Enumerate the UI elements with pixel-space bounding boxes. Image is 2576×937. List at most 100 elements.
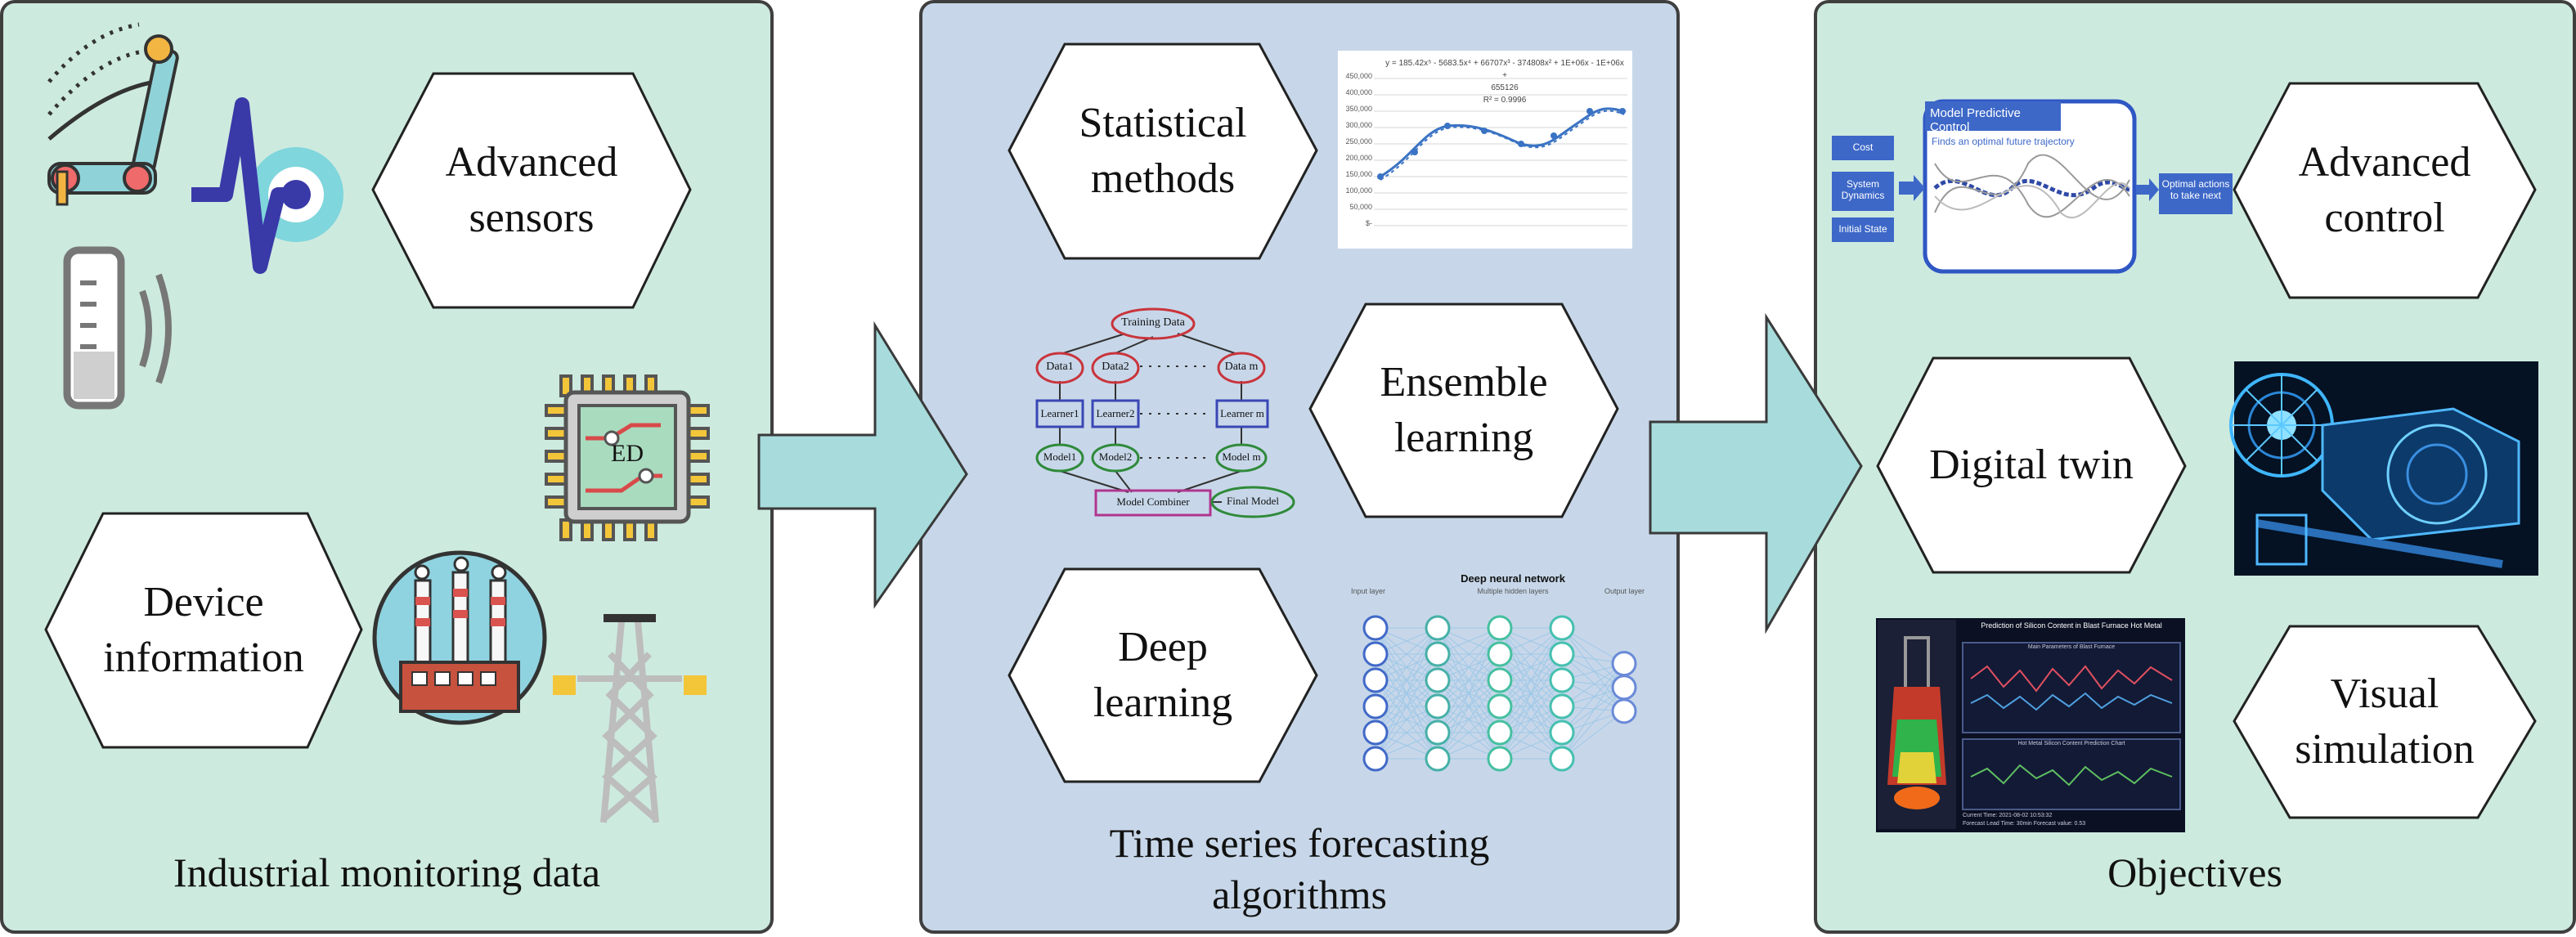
dnn-edge	[1375, 706, 1438, 760]
label-advanced-control: Advanced control	[2298, 139, 2471, 241]
dnn-edge	[1375, 653, 1438, 760]
dnn-edge	[1437, 706, 1501, 760]
dnn-node	[1487, 667, 1513, 693]
mpc-title: Model Predictive Control	[1930, 106, 2021, 134]
dnn-edge	[1561, 687, 1625, 733]
regression-text: y = 185.42x⁵ - 5683.5x⁴ + 66707x³ - 3748…	[1382, 57, 1627, 106]
dashboard-chart1-title: Main Parameters of Blast Furnace	[2027, 644, 2116, 650]
dnn-edge	[1499, 653, 1563, 760]
ensemble-learner-m: Learner m	[1220, 407, 1264, 419]
blast-furnace-dashboard	[1876, 618, 2185, 832]
dashboard-footer-1: Current Time: 2021-08-02 10:53:32	[1963, 813, 2053, 818]
dnn-node	[1487, 720, 1513, 746]
dnn-edge	[1561, 663, 1625, 760]
dnn-input-label: Input layer	[1351, 587, 1386, 595]
dnn-edge	[1437, 627, 1501, 707]
dnn-edge	[1499, 706, 1563, 760]
title-objectives: Objectives	[2107, 850, 2282, 895]
ensemble-model-combiner: Model Combiner	[1116, 495, 1190, 508]
dnn-node	[1487, 746, 1513, 772]
dnn-edge	[1375, 679, 1438, 760]
label-visual-simulation: Visual simulation	[2295, 670, 2475, 773]
dnn-node	[1362, 615, 1389, 641]
regression-y-tick: 50,000	[1349, 203, 1372, 211]
regression-y-tick: 300,000	[1345, 121, 1372, 129]
ensemble-data-m: Data m	[1224, 361, 1259, 373]
label-digital-twin: Digital twin	[1929, 442, 2134, 489]
dnn-edge	[1561, 687, 1625, 760]
label-advanced-sensors: Advanced sensors	[445, 139, 618, 241]
thermometer-icon	[63, 246, 172, 410]
ensemble-training-label: Training Data	[1121, 316, 1185, 329]
dnn-node	[1487, 641, 1513, 667]
mpc-input-dynamics: System Dynamics	[1841, 178, 1885, 202]
hex-digital-twin	[1876, 356, 2187, 574]
regression-y-tick: 250,000	[1345, 137, 1372, 146]
dnn-title: Deep neural network	[1461, 572, 1565, 585]
dnn-node	[1611, 675, 1637, 701]
ensemble-learner-2: Learner2	[1096, 407, 1135, 419]
chip-icon	[545, 374, 710, 541]
arrow-mid-to-right	[1649, 312, 1863, 634]
regression-y-tick: 400,000	[1345, 88, 1372, 96]
ensemble-learner-1: Learner1	[1040, 407, 1079, 419]
hex-advanced-sensors	[371, 72, 692, 309]
chip-label: ED	[611, 440, 644, 467]
dnn-edge	[1561, 627, 1625, 688]
label-deep-learning: Deep learning	[1093, 624, 1233, 726]
dashboard-title: Prediction of Silicon Content in Blast F…	[1981, 621, 2162, 630]
dnn-node	[1549, 615, 1575, 641]
dnn-node	[1362, 667, 1389, 693]
dnn-node	[1549, 746, 1575, 772]
mpc-input-state: Initial State	[1838, 223, 1887, 235]
ensemble-model-m: Model m	[1222, 451, 1261, 463]
arrow-left-to-mid	[757, 321, 968, 609]
robot-arm-icon	[47, 22, 179, 206]
dnn-edge	[1437, 627, 1501, 733]
label-device-information: Device information	[103, 579, 304, 681]
ensemble-data-1: Data1	[1046, 361, 1074, 373]
regression-y-tick: 350,000	[1345, 105, 1372, 113]
ensemble-final-model: Final Model	[1227, 495, 1279, 507]
regression-y-tick: 200,000	[1345, 154, 1372, 162]
mpc-input-cost: Cost	[1852, 141, 1874, 153]
dashboard-chart2-title: Hot Metal Silicon Content Prediction Cha…	[2017, 741, 2125, 746]
dnn-edge	[1375, 627, 1438, 733]
dnn-edge	[1375, 627, 1438, 681]
dnn-node	[1362, 746, 1389, 772]
regression-y-tick: 150,000	[1345, 170, 1372, 178]
regression-equation: y = 185.42x⁵ - 5683.5x⁴ + 66707x³ - 3748…	[1385, 59, 1624, 80]
dnn-node	[1425, 746, 1451, 772]
dnn-node	[1362, 641, 1389, 667]
dnn-node	[1362, 693, 1389, 720]
regression-chart	[1338, 51, 1632, 249]
dnn-node	[1487, 693, 1513, 720]
dnn-edge	[1561, 711, 1625, 760]
dnn-edge	[1437, 679, 1501, 760]
dnn-node	[1549, 720, 1575, 746]
dnn-node	[1611, 651, 1637, 677]
dnn-output-label: Output layer	[1604, 587, 1645, 595]
dnn-node	[1549, 667, 1575, 693]
dnn-node	[1487, 615, 1513, 641]
ensemble-data-2: Data2	[1102, 361, 1129, 373]
dnn-node	[1425, 615, 1451, 641]
dnn-edge	[1437, 627, 1501, 681]
power-tower-icon	[553, 614, 707, 823]
mpc-diagram	[1832, 99, 2233, 274]
dnn-node	[1425, 667, 1451, 693]
hex-device-information	[44, 512, 363, 749]
dnn-edge	[1437, 653, 1501, 760]
title-forecasting-algorithms: Time series forecasting algorithms	[1109, 820, 1490, 917]
dnn-edge	[1375, 627, 1438, 707]
ensemble-model-2: Model2	[1098, 451, 1133, 463]
hex-visual-simulation	[2233, 625, 2537, 819]
label-ensemble-learning: Ensemble learning	[1380, 359, 1548, 461]
title-industrial-monitoring-data: Industrial monitoring data	[173, 850, 601, 895]
label-statistical-methods: Statistical methods	[1079, 100, 1247, 202]
dnn-node	[1425, 693, 1451, 720]
dnn-edge	[1499, 679, 1563, 760]
ensemble-diagram	[1035, 307, 1295, 518]
dnn-edge	[1561, 653, 1625, 712]
